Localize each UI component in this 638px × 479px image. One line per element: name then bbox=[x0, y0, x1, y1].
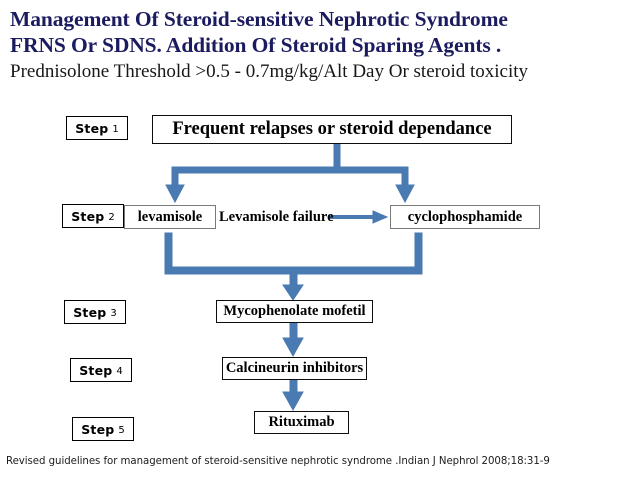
title-line-1: Management Of Steroid-sensitive Nephroti… bbox=[10, 7, 508, 31]
title-line-2: FRNS Or SDNS. Addition Of Steroid Sparin… bbox=[10, 33, 502, 57]
step-tag-3: Step 3 bbox=[64, 300, 126, 324]
step-tag-2-word: Step bbox=[71, 208, 105, 224]
step-tag-1-word: Step bbox=[75, 120, 109, 136]
page-title: Management Of Steroid-sensitive Nephroti… bbox=[10, 6, 630, 84]
flow-box-calcineurin-inhibitors: Calcineurin inhibitors bbox=[222, 357, 367, 380]
step-tag-5: Step 5 bbox=[72, 417, 134, 441]
step-tag-1-number: 1 bbox=[112, 123, 119, 135]
flow-box-levamisole: levamisole bbox=[124, 205, 216, 229]
arrow-cni-to-rituximab bbox=[282, 379, 304, 412]
step-tag-2-number: 2 bbox=[108, 211, 115, 223]
flow-box-cyclophosphamide: cyclophosphamide bbox=[390, 205, 540, 229]
label-levamisole-failure: Levamisole failure bbox=[219, 209, 334, 225]
step-tag-4: Step 4 bbox=[70, 358, 132, 382]
step-tag-4-number: 4 bbox=[116, 365, 123, 377]
flow-box-rituximab: Rituximab bbox=[254, 411, 349, 434]
step-tag-1: Step 1 bbox=[66, 116, 128, 140]
flow-box-mycophenolate-mofetil: Mycophenolate mofetil bbox=[216, 300, 373, 323]
arrow-mmf-to-cni bbox=[282, 322, 304, 358]
step-tag-2: Step 2 bbox=[62, 204, 124, 228]
title-line-3-subtitle: Prednisolone Threshold >0.5 - 0.7mg/kg/A… bbox=[10, 61, 529, 82]
step-tag-3-number: 3 bbox=[110, 307, 117, 319]
arrow-levamisole-failure bbox=[329, 210, 389, 224]
step-tag-3-word: Step bbox=[73, 304, 107, 320]
split-connector-step1-to-step2 bbox=[165, 143, 415, 204]
step-tag-5-number: 5 bbox=[118, 424, 125, 436]
merge-connector-step2-to-step3 bbox=[164, 232, 423, 301]
step-tag-4-word: Step bbox=[79, 362, 113, 378]
step-tag-5-word: Step bbox=[81, 421, 115, 437]
flow-box-frequent-relapses: Frequent relapses or steroid dependance bbox=[152, 115, 512, 144]
footer-citation: Revised guidelines for management of ste… bbox=[6, 456, 550, 467]
